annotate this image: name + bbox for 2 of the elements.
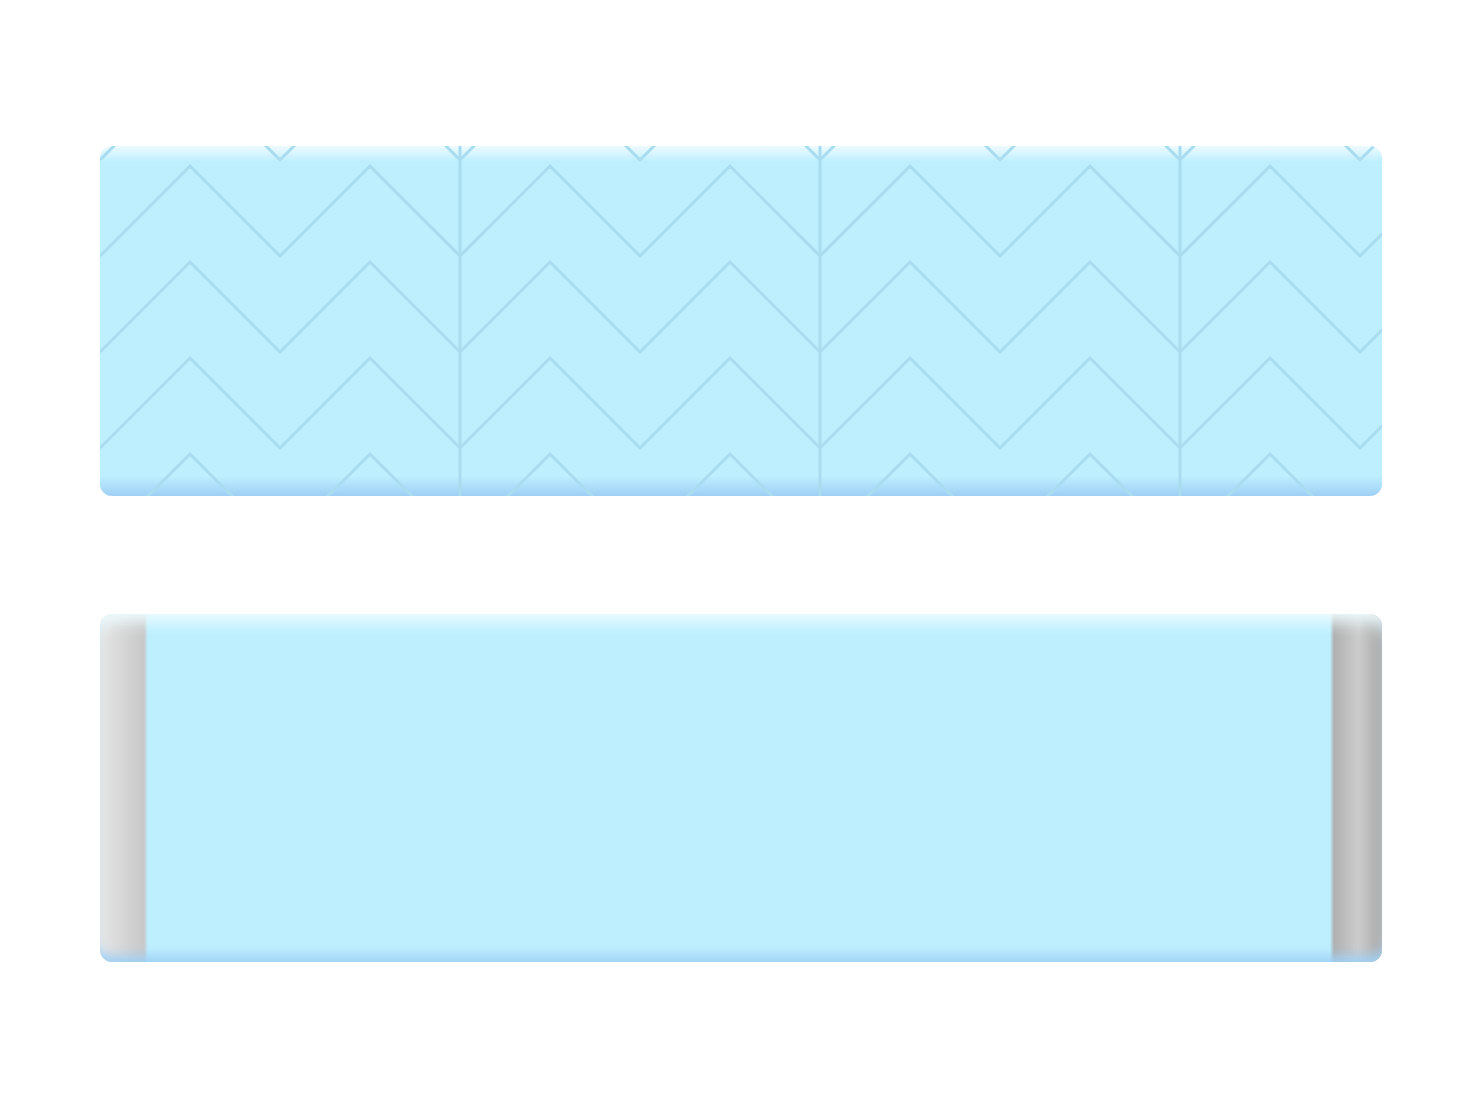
patterned-panel [100, 146, 1382, 496]
capped-panel [100, 614, 1382, 962]
